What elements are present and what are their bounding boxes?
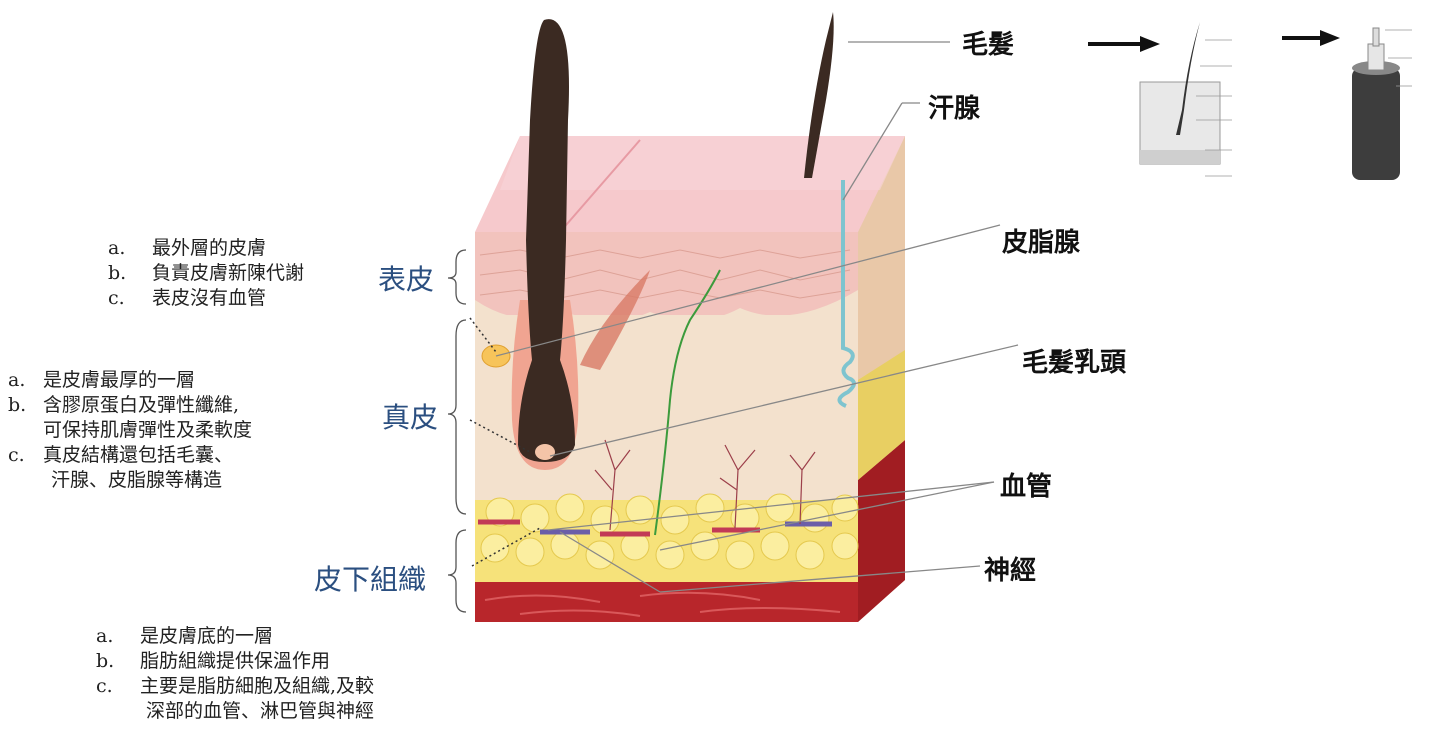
note-row: c.主要是脂肪細胞及組織,及較 bbox=[96, 674, 374, 699]
brace-subcutaneous bbox=[448, 530, 466, 612]
muscle-layer bbox=[475, 582, 858, 622]
note-row: c.真皮結構還包括毛囊、 bbox=[8, 443, 252, 468]
hair-structure-thumbnails bbox=[1088, 22, 1412, 180]
callout-blood-vessel: 血管 bbox=[1000, 466, 1052, 503]
note-row: b.含膠原蛋白及彈性纖維, bbox=[8, 393, 252, 418]
thumbnail-hair-shaft bbox=[1352, 68, 1400, 180]
note-row: b.脂肪組織提供保溫作用 bbox=[96, 649, 374, 674]
note-row: a.最外層的皮膚 bbox=[108, 236, 304, 261]
skin-block bbox=[475, 12, 905, 622]
brace-dermis bbox=[448, 320, 466, 514]
brace-epidermis bbox=[448, 250, 466, 304]
callout-hair-papilla: 毛髮乳頭 bbox=[1022, 342, 1126, 379]
callout-hair: 毛髮 bbox=[962, 24, 1014, 61]
hair-papilla bbox=[535, 444, 555, 460]
note-row: 可保持肌膚彈性及柔軟度 bbox=[8, 418, 252, 443]
note-row: a.是皮膚底的一層 bbox=[96, 624, 374, 649]
layer-label-epidermis: 表皮 bbox=[378, 258, 434, 298]
layer-label-dermis: 真皮 bbox=[382, 396, 438, 436]
note-row: 汗腺、皮脂腺等構造 bbox=[8, 468, 252, 493]
note-row: 深部的血管、淋巴管與神經 bbox=[96, 699, 374, 724]
subcutaneous-notes: a.是皮膚底的一層 b.脂肪組織提供保溫作用 c.主要是脂肪細胞及組織,及較 深… bbox=[96, 624, 374, 724]
callout-sebaceous-gland: 皮脂腺 bbox=[1002, 222, 1080, 259]
layer-label-subcutaneous: 皮下組織 bbox=[314, 558, 426, 598]
note-row: a.是皮膚最厚的一層 bbox=[8, 368, 252, 393]
note-row: c.表皮沒有血管 bbox=[108, 286, 304, 311]
layer-braces bbox=[448, 250, 466, 612]
epidermis-notes: a.最外層的皮膚 b.負責皮膚新陳代謝 c.表皮沒有血管 bbox=[108, 236, 304, 311]
callout-sweat-gland: 汗腺 bbox=[928, 88, 980, 125]
note-row: b.負責皮膚新陳代謝 bbox=[108, 261, 304, 286]
callout-nerve: 神經 bbox=[984, 550, 1036, 587]
dermis-notes: a.是皮膚最厚的一層 b.含膠原蛋白及彈性纖維, 可保持肌膚彈性及柔軟度 c.真… bbox=[8, 368, 252, 493]
